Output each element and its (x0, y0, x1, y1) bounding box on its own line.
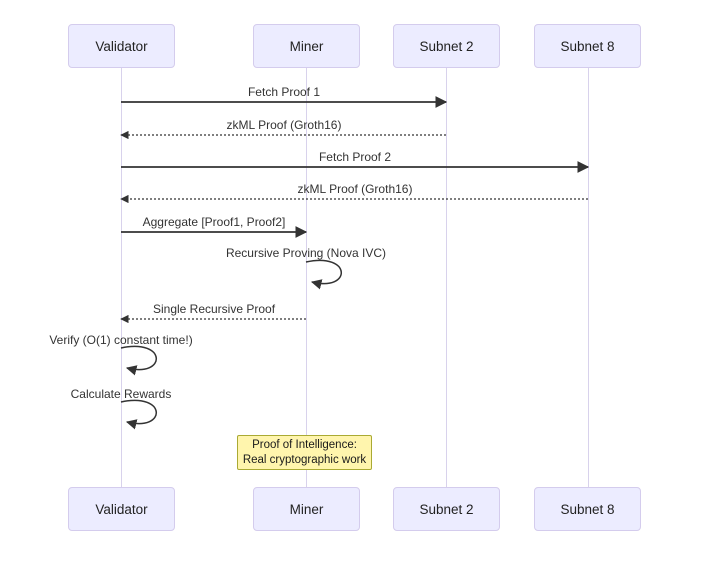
note-proof-of-intelligence: Proof of Intelligence: Real cryptographi… (237, 435, 372, 470)
message-label-fetch-proof-2: Fetch Proof 2 (318, 150, 392, 164)
message-label-calculate-rewards: Calculate Rewards (70, 387, 172, 401)
actor-subnet2-top: Subnet 2 (393, 24, 500, 68)
actor-validator-label: Validator (95, 38, 148, 54)
actor-subnet2-bottom: Subnet 2 (393, 487, 500, 531)
message-label-zkml-proof-1: zkML Proof (Groth16) (226, 118, 342, 132)
actor-miner-label: Miner (289, 38, 324, 54)
note-line-1: Proof of Intelligence: (252, 438, 357, 451)
message-label-single-recursive-proof: Single Recursive Proof (152, 302, 276, 316)
lifeline-subnet2 (446, 68, 447, 487)
actor-miner-label: Miner (289, 501, 324, 517)
message-label-aggregate-proofs: Aggregate [Proof1, Proof2] (142, 215, 286, 229)
actor-subnet2-label: Subnet 2 (419, 501, 474, 517)
lifeline-validator (121, 68, 122, 487)
message-label-verify: Verify (O(1) constant time!) (49, 333, 193, 347)
actor-subnet8-label: Subnet 8 (560, 38, 615, 54)
message-label-recursive-proving: Recursive Proving (Nova IVC) (225, 246, 387, 260)
actor-miner-bottom: Miner (253, 487, 360, 531)
note-line-2: Real cryptographic work (242, 453, 367, 466)
actor-validator-label: Validator (95, 501, 148, 517)
actor-subnet2-label: Subnet 2 (419, 38, 474, 54)
selfloop-verify (120, 345, 157, 376)
actor-subnet8-top: Subnet 8 (534, 24, 641, 68)
actor-subnet8-label: Subnet 8 (560, 501, 615, 517)
actor-validator-bottom: Validator (68, 487, 175, 531)
actor-validator-top: Validator (68, 24, 175, 68)
message-label-zkml-proof-2: zkML Proof (Groth16) (297, 182, 413, 196)
actor-subnet8-bottom: Subnet 8 (534, 487, 641, 531)
selfloop-calculate-rewards (120, 399, 157, 430)
message-label-fetch-proof-1: Fetch Proof 1 (247, 85, 321, 99)
actor-miner-top: Miner (253, 24, 360, 68)
selfloop-recursive-proving (305, 259, 342, 290)
lifeline-subnet8 (588, 68, 589, 487)
